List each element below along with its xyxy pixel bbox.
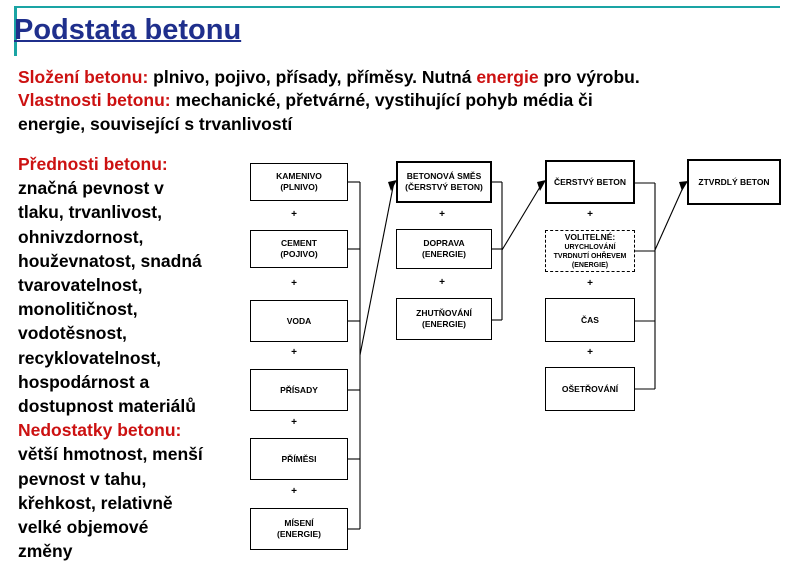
box-sublabel: (ENERGIE) (422, 319, 466, 329)
box-label: MÍSENÍ (284, 518, 314, 528)
box-curing: OŠETŘOVÁNÍ (545, 367, 635, 411)
advantages-line: tlaku, trvanlivost, (18, 202, 162, 223)
box-label: VODA (286, 315, 312, 326)
box-label: KAMENIVO (276, 171, 322, 181)
box-label: DOPRAVA (423, 238, 465, 248)
box-fresh-mix: BETONOVÁ SMĚS (ČERSTVÝ BETON) (396, 161, 492, 203)
properties-line-2: energie, související s trvanlivostí (18, 114, 293, 134)
plus-sign: + (587, 278, 593, 289)
box-fresh-concrete: ČERSTVÝ BETON (545, 160, 635, 204)
title-accent-horizontal (14, 6, 780, 8)
properties-line: Vlastnosti betonu: mechanické, přetvárné… (18, 89, 593, 111)
box-additions: PŘÍMĚSI (250, 438, 348, 480)
plus-sign: + (291, 486, 297, 497)
disadvantages-line: pevnost v tahu, (18, 468, 147, 489)
advantages-line: recyklovatelnost, (18, 347, 161, 368)
box-sublabel: URYCHLOVÁNÍ TVRDNUTÍ OHŘEVEM (ENERGIE) (553, 244, 627, 269)
box-sublabel: (PLNIVO) (280, 182, 318, 192)
box-sublabel: (POJIVO) (280, 249, 318, 259)
title-bar (14, 6, 780, 56)
advantages-line: vodotěsnost, (18, 323, 127, 344)
disadvantages-label: Nedostatky betonu: (18, 420, 182, 441)
advantages-line: monolitičnost, (18, 299, 138, 320)
box-water: VODA (250, 300, 348, 342)
plus-sign: + (291, 209, 297, 220)
advantages-line: houževnatost, snadná (18, 250, 202, 271)
box-mixing: MÍSENÍ (ENERGIE) (250, 508, 348, 550)
box-label: OŠETŘOVÁNÍ (561, 383, 619, 394)
disadvantages-line: změny (18, 541, 73, 562)
properties-text-1: mechanické, přetvárné, vystihující pohyb… (170, 90, 593, 110)
box-label: ČERSTVÝ BETON (553, 176, 627, 187)
advantages-line: hospodárnost a (18, 371, 150, 392)
composition-text-a: plnivo, pojivo, přísady, příměsy. Nutná (148, 67, 477, 87)
plus-sign: + (291, 417, 297, 428)
box-compaction: ZHUTŇOVÁNÍ (ENERGIE) (396, 298, 492, 340)
page-title: Podstata betonu (14, 14, 242, 46)
composition-energy: energie (476, 67, 539, 87)
box-label: ZTVRDLÝ BETON (698, 176, 770, 187)
box-optional-heating: VOLITELNÉ: URYCHLOVÁNÍ TVRDNUTÍ OHŘEVEM … (545, 230, 635, 272)
properties-label: Vlastnosti betonu: (18, 90, 171, 110)
composition-label: Složení betonu: (18, 67, 149, 87)
plus-sign: + (291, 347, 297, 358)
plus-sign: + (587, 347, 593, 358)
box-label: PŘÍMĚSI (281, 453, 317, 464)
box-label: ZHUTŇOVÁNÍ (416, 308, 472, 318)
disadvantages-line: větší hmotnost, menší (18, 444, 203, 465)
box-label: CEMENT (281, 238, 317, 248)
advantages-line: značná pevnost v (18, 178, 164, 199)
box-label: ČAS (581, 314, 599, 325)
composition-line: Složení betonu: plnivo, pojivo, přísady,… (18, 66, 640, 88)
plus-sign: + (587, 209, 593, 220)
advantages-label: Přednosti betonu: (18, 154, 168, 174)
box-sublabel: (ČERSTVÝ BETON) (405, 182, 483, 192)
box-sublabel: (ENERGIE) (277, 529, 321, 539)
plus-sign: + (291, 278, 297, 289)
plus-sign: + (439, 209, 445, 220)
box-label: VOLITELNÉ: (564, 232, 616, 242)
box-hardened-concrete: ZTVRDLÝ BETON (687, 159, 781, 205)
advantages-line: dostupnost materiálů (18, 396, 196, 417)
box-transport: DOPRAVA (ENERGIE) (396, 229, 492, 269)
box-sublabel: (ENERGIE) (422, 249, 466, 259)
plus-sign: + (439, 277, 445, 288)
composition-text-b: pro výrobu. (538, 67, 640, 87)
box-aggregate: KAMENIVO (PLNIVO) (250, 163, 348, 201)
pros-cons-column: Přednosti betonu: značná pevnost v tlaku… (18, 152, 250, 563)
disadvantages-line: křehkost, relativně (18, 492, 173, 513)
box-admixtures: PŘÍSADY (250, 369, 348, 411)
box-cement: CEMENT (POJIVO) (250, 230, 348, 268)
box-time: ČAS (545, 298, 635, 342)
advantages-line: tvarovatelnost, (18, 275, 143, 296)
advantages-line: ohnivzdornost, (18, 226, 144, 247)
box-label: PŘÍSADY (280, 384, 318, 395)
title-accent-vertical (14, 6, 17, 56)
disadvantages-line: velké objemové (18, 517, 149, 538)
box-label: BETONOVÁ SMĚS (406, 171, 482, 181)
